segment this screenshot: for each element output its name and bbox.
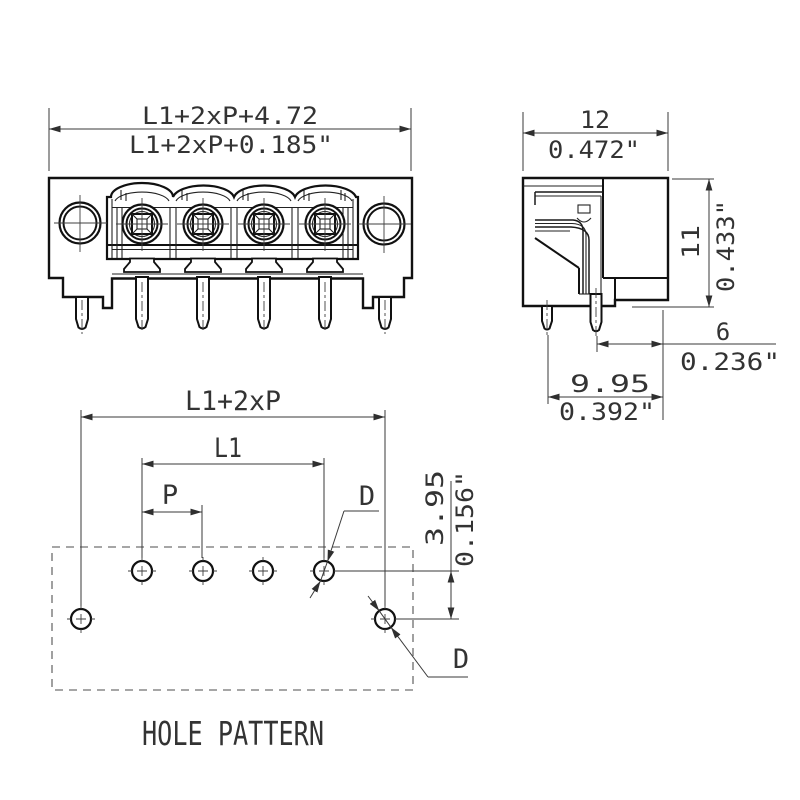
inner-span-dimension: L1	[142, 433, 324, 468]
side-height-dimension: 11 0.433"	[632, 178, 740, 308]
overall-pitch-label: L1+2xP	[185, 386, 281, 417]
row-offset-dimension: 3.95 0.156"	[334, 470, 479, 620]
side-height-metric-label: 11	[677, 225, 705, 259]
solder-pins-front	[75, 276, 392, 335]
side-width-metric-label: 12	[580, 106, 610, 134]
row-offset-inch-label: 0.156"	[451, 471, 479, 567]
side-pin-span-dimension: 9.95 0.392"	[547, 335, 663, 426]
side-pin-edge-metric-label: 6	[716, 318, 730, 346]
pcb-outline-dashed	[51, 546, 414, 691]
strip-separators	[111, 199, 354, 258]
side-pin-span-inch-label: 0.392"	[559, 398, 655, 426]
hole-pattern-view: L1+2xP L1 P 3.95 0.156"	[51, 386, 479, 753]
side-pin-span-metric-label: 9.95	[570, 370, 650, 398]
row-offset-metric-label: 3.95	[421, 470, 449, 546]
hole-diameter-callout-top: D	[309, 481, 379, 599]
inner-span-label: L1	[214, 433, 242, 464]
overall-pitch-dimension: L1+2xP	[81, 386, 385, 421]
front-view: L1+2xP+4.72 L1+2xP+0.185"	[47, 102, 414, 335]
front-width-inch-label: L1+2xP+0.185"	[129, 131, 333, 159]
terminal-strip	[105, 181, 360, 261]
front-width-metric-label: L1+2xP+4.72	[142, 102, 318, 130]
pitch-dimension: P	[142, 480, 202, 516]
hole-diameter-label-top: D	[359, 481, 375, 512]
side-height-inch-label: 0.433"	[712, 200, 740, 292]
side-pin-to-edge-dimension: 6 0.236"	[596, 310, 780, 420]
side-internal-details	[523, 178, 668, 300]
hole-diameter-callout-bottom: D	[367, 595, 469, 678]
side-width-dimension: 12 0.472"	[522, 106, 669, 171]
side-width-inch-label: 0.472"	[548, 136, 640, 164]
pcb-holes	[65, 555, 401, 635]
side-pin-edge-inch-label: 0.236"	[680, 348, 780, 376]
hole-diameter-label-bottom: D	[453, 644, 469, 675]
side-view: 12 0.472" 11 0.433" 6 0.236" 9.95 0.392"	[521, 106, 780, 426]
solder-pins-side	[541, 288, 603, 338]
hole-pattern-extension-lines	[80, 410, 386, 606]
side-body-outline	[521, 176, 670, 308]
pitch-label: P	[162, 480, 178, 511]
strip-hatch-ticks	[120, 190, 346, 201]
hole-pattern-title: HOLE PATTERN	[142, 714, 324, 753]
front-width-dimension: L1+2xP+4.72 L1+2xP+0.185"	[48, 102, 412, 171]
